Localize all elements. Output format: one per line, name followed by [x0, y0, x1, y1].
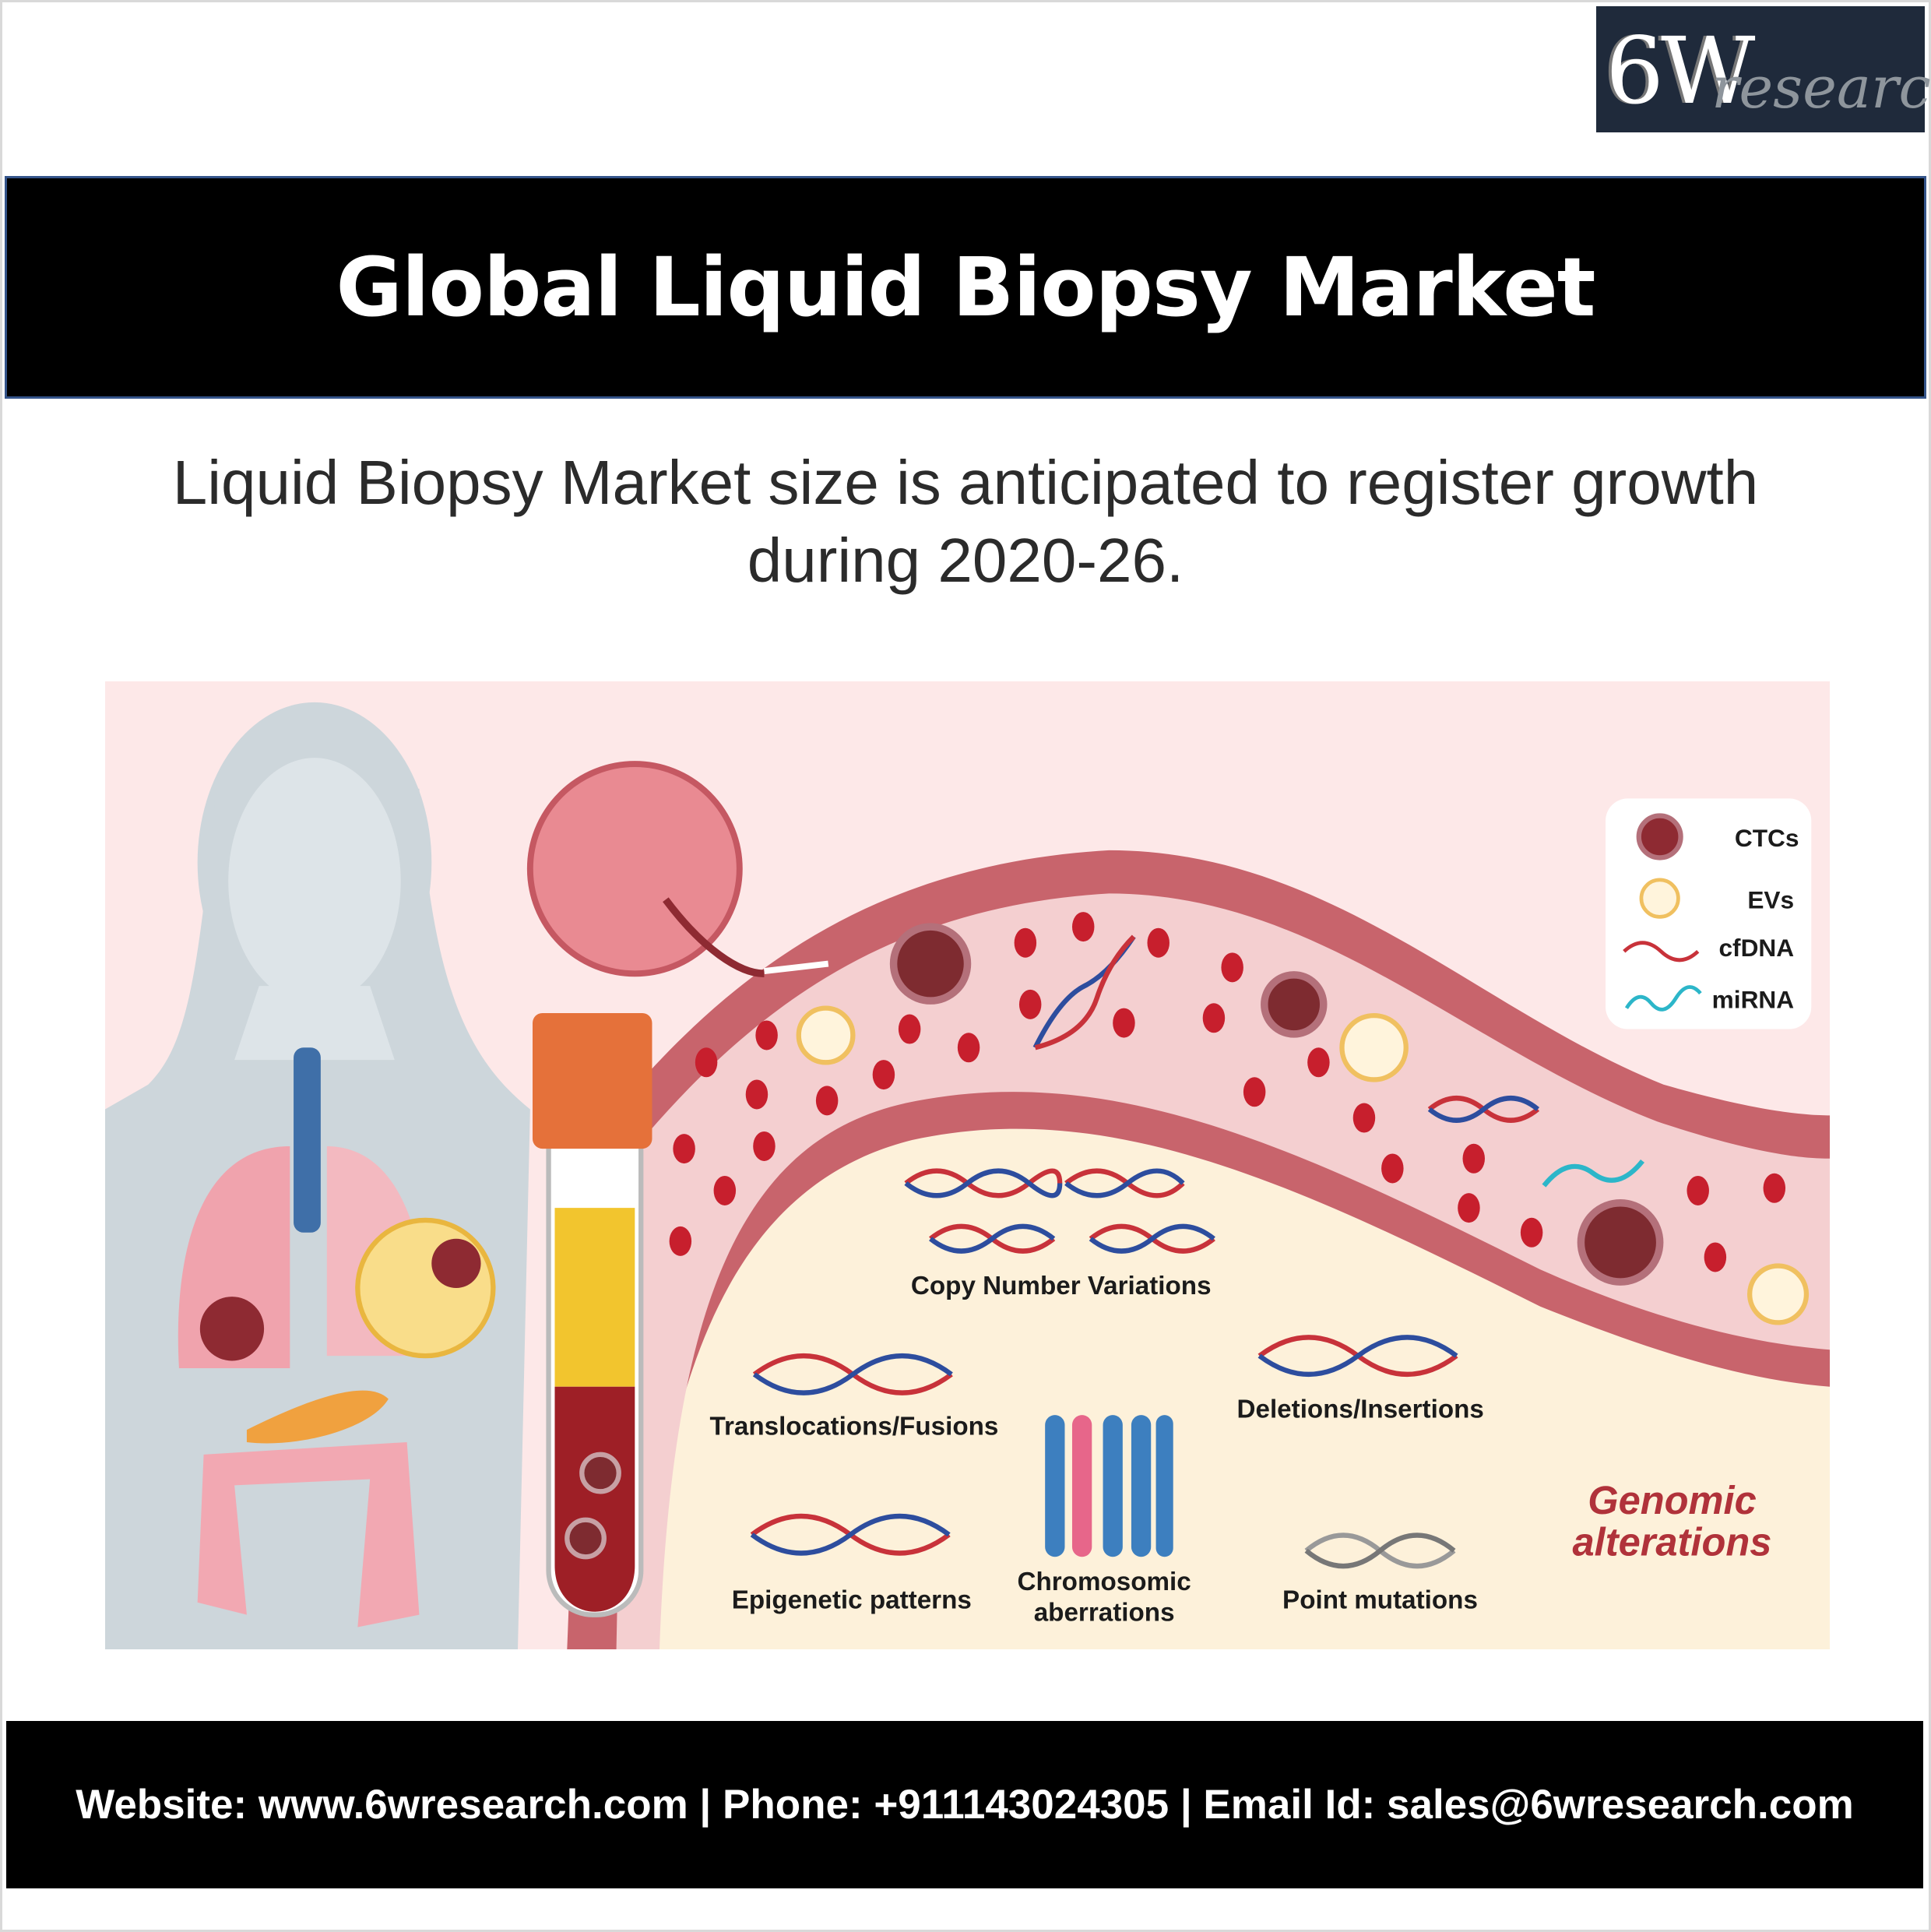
label-translocations: Translocations/Fusions: [710, 1412, 999, 1441]
legend-mirna: miRNA: [1712, 986, 1795, 1014]
lung-tumor-icon: [199, 1297, 265, 1361]
ev-vesicles: [796, 1005, 1810, 1325]
legend-evs: EVs: [1747, 885, 1794, 913]
legend-cfdna: cfDNA: [1718, 934, 1794, 962]
6wresearch-logo: 6W research: [1596, 6, 1931, 132]
pancreas-icon: [246, 1390, 389, 1444]
arrow-icon: [763, 960, 829, 975]
subtitle-line-2: during 2020-26.: [747, 526, 1184, 595]
label-point-mutations: Point mutations: [1282, 1586, 1478, 1615]
page-title: Global Liquid Biopsy Market: [336, 240, 1596, 335]
vessel-lumen: [616, 893, 1830, 1649]
contact-info: Website: www.6wresearch.com | Phone: +91…: [76, 1782, 1854, 1828]
label-aberrations: aberrations: [1034, 1599, 1175, 1628]
red-blood-cells: [669, 912, 1786, 1272]
subtitle-line-1: Liquid Biopsy Market size is anticipated…: [172, 448, 1759, 517]
chromosome-icons: [1045, 1415, 1173, 1557]
subtitle: Liquid Biopsy Market size is anticipated…: [0, 444, 1931, 600]
label-deletions: Deletions/Insertions: [1237, 1395, 1484, 1423]
body-silhouette: [105, 702, 530, 1649]
blood-test-tube-icon: [533, 1012, 652, 1617]
legend-mirna-icon: [1624, 985, 1702, 1012]
label-epigenetic: Epigenetic patterns: [732, 1586, 972, 1615]
trachea-icon: [294, 1047, 321, 1233]
logo-main: 6W: [1606, 17, 1755, 125]
cream-region: [641, 1128, 1830, 1649]
breast-tumor-icon: [355, 1217, 496, 1359]
logo-sub: research: [1711, 55, 1931, 121]
ctc-cells: [889, 923, 1664, 1286]
dna-icons: [750, 934, 1644, 1569]
legend-cfdna-icon: [1623, 941, 1700, 962]
label-copy-number-variations: Copy Number Variations: [911, 1272, 1212, 1300]
label-alterations: alterations: [1573, 1520, 1772, 1564]
legend-ev-icon: [1639, 878, 1680, 919]
title-banner: Global Liquid Biopsy Market: [5, 176, 1926, 399]
legend-ctcs: CTCs: [1735, 824, 1799, 852]
contact-footer: Website: www.6wresearch.com | Phone: +91…: [6, 1721, 1923, 1888]
breast-tumor-core-icon: [431, 1238, 481, 1289]
legend-ctc-icon: [1636, 813, 1683, 860]
label-genomic: Genomic: [1588, 1478, 1757, 1522]
tumor-vessel: [663, 897, 765, 978]
intestine-icon: [197, 1441, 420, 1628]
liquid-biopsy-illustration: CTCs EVs cfDNA miRNA Copy Number Variati…: [105, 681, 1830, 1649]
label-chromosomic: Chromosomic: [1017, 1568, 1191, 1596]
